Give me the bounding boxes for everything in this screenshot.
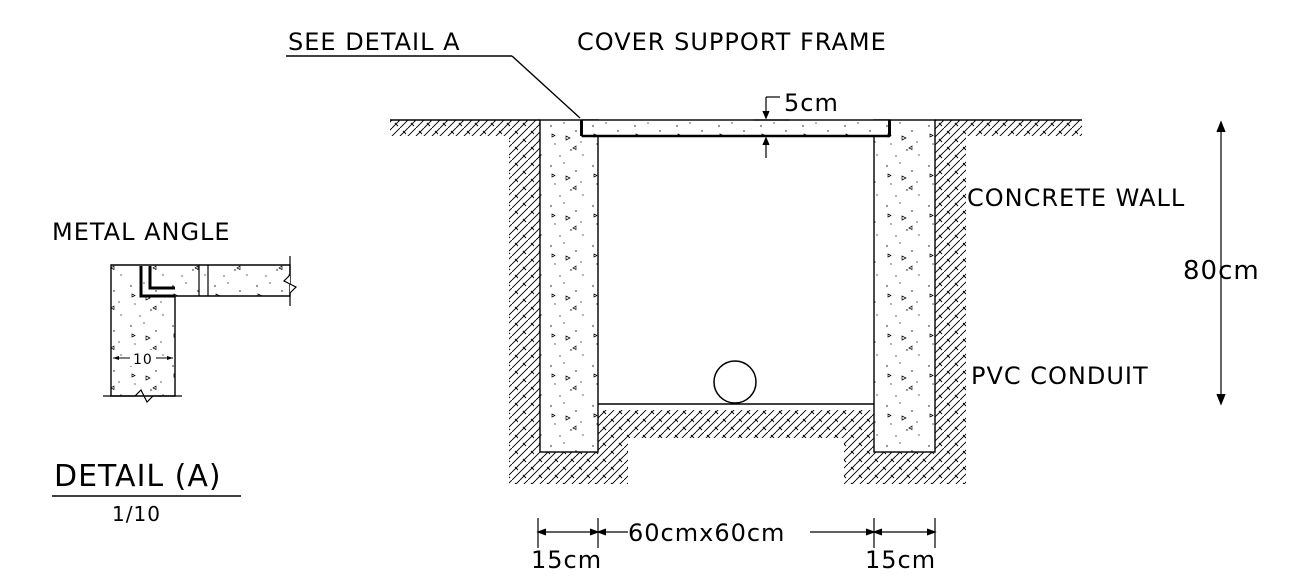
left-wall-width-label: 15cm bbox=[531, 546, 602, 574]
soil-hatching bbox=[390, 119, 1082, 484]
depth-dimension bbox=[1216, 120, 1226, 406]
pvc-conduit-pipe bbox=[713, 360, 757, 404]
detail-a-title: DETAIL (A) bbox=[54, 459, 222, 494]
cover-support-frame-label: COVER SUPPORT FRAME bbox=[577, 28, 887, 56]
cover-slab bbox=[581, 119, 891, 137]
metal-angle-label: METAL ANGLE bbox=[52, 218, 231, 246]
detail-wall-thickness-label: 10 bbox=[133, 352, 153, 368]
metal-angle-frame-left bbox=[580, 120, 583, 136]
left-concrete-wall bbox=[539, 119, 599, 453]
detail-a-drawing bbox=[103, 256, 298, 404]
right-wall-width-label: 15cm bbox=[865, 546, 936, 574]
metal-angle-frame-right bbox=[888, 120, 891, 136]
inner-size-label: 60cmx60cm bbox=[628, 519, 785, 547]
concrete-wall-label: CONCRETE WALL bbox=[967, 184, 1185, 212]
cover-thickness-label: 5cm bbox=[784, 89, 839, 117]
depth-label: 80cm bbox=[1183, 256, 1260, 286]
pvc-conduit-label: PVC CONDUIT bbox=[971, 362, 1149, 390]
cover-thickness-dimension bbox=[753, 96, 790, 158]
detail-a-scale: 1/10 bbox=[112, 502, 161, 526]
see-detail-label: SEE DETAIL A bbox=[288, 28, 461, 56]
right-concrete-wall bbox=[873, 119, 936, 453]
see-detail-leader bbox=[286, 55, 581, 119]
